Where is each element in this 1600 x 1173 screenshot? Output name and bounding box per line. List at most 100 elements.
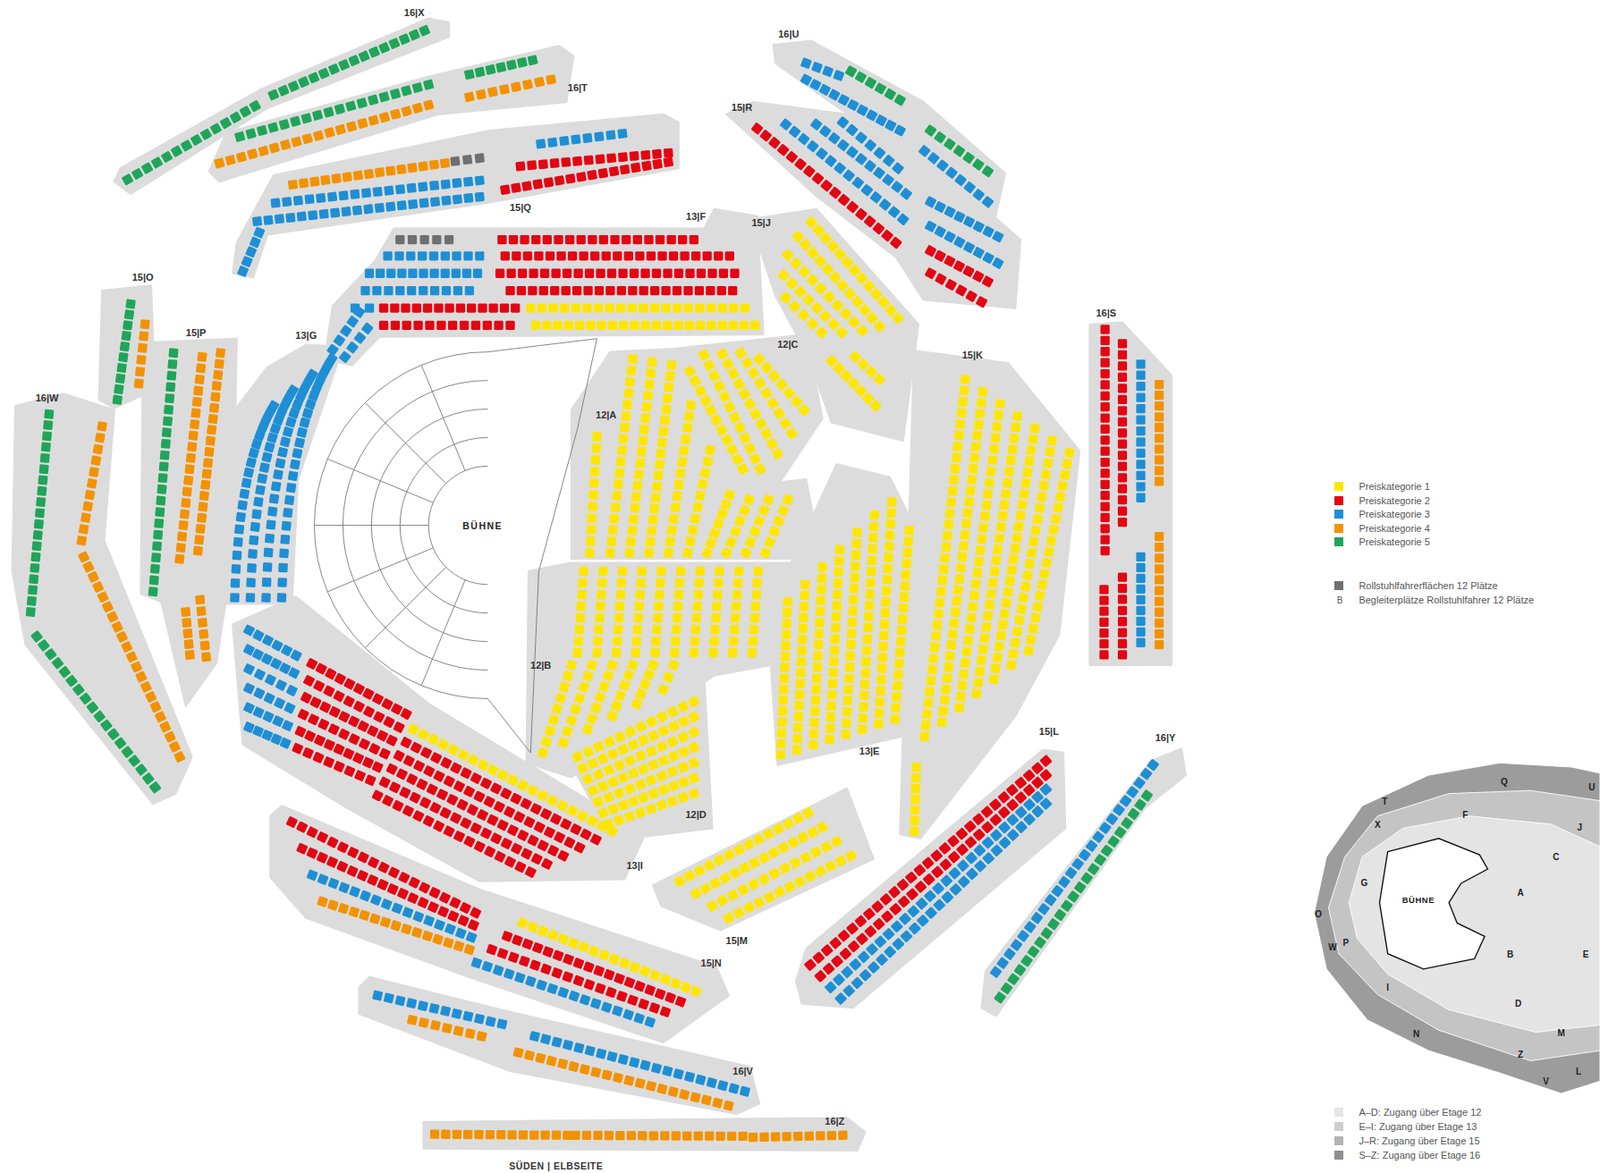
seat [1135,627,1145,637]
seat [874,697,885,708]
seat [419,796,432,810]
seat [677,745,690,758]
seat [704,404,718,417]
seat [865,312,880,326]
seat [601,251,611,261]
seat [810,301,824,315]
seat [763,536,776,549]
seat [262,634,275,647]
stage-outline [487,338,597,754]
seat [716,347,729,361]
seat [395,235,405,245]
seat [965,612,977,624]
seat [981,275,994,288]
seat [871,917,885,931]
seat [824,154,838,168]
seat [882,575,893,585]
seating-block [982,748,1186,1016]
seat [1100,324,1109,334]
seat [655,799,668,812]
seat [442,825,456,839]
seat [797,634,808,645]
seat [951,595,962,606]
seat [1010,422,1022,433]
seat [860,183,873,196]
seat [262,692,276,705]
seat [954,173,967,187]
seat [448,321,458,331]
seat [420,746,433,760]
seat [459,321,469,331]
seat [847,315,862,330]
seat [647,787,660,800]
seat [673,321,683,331]
seat [287,80,300,93]
seat [43,409,54,420]
seat [945,166,958,179]
seat [544,725,557,737]
seat [1044,446,1056,458]
seat [655,448,666,459]
seat [1100,546,1109,556]
seat [243,466,254,478]
seat [1006,813,1020,828]
seat [750,321,760,331]
seat [944,279,957,292]
seat [307,713,321,727]
seat [850,976,864,991]
seat [508,235,518,245]
seat [785,150,798,163]
seat [84,490,96,501]
seat [367,114,380,127]
seat [510,81,522,93]
seat [760,427,773,441]
seat [1012,626,1024,637]
seat [588,490,599,500]
seat [307,71,320,84]
seat [965,867,980,881]
seat [332,690,346,703]
seat [845,651,856,661]
seat [656,711,669,724]
seat [884,541,895,552]
seat [1020,477,1032,489]
seat [267,88,280,101]
seat [738,504,751,517]
seat [149,701,162,714]
seat [86,570,100,584]
seat [829,186,842,199]
seat [651,482,662,492]
seat [708,369,721,382]
seat [1046,435,1058,447]
seat [1154,575,1164,585]
seat [687,711,701,724]
seat [277,577,288,588]
seat [942,530,953,541]
seat [34,507,45,518]
seat [424,321,434,331]
seat [82,500,94,512]
seat [372,186,383,197]
seat [883,87,897,101]
seat [200,480,211,491]
seat [78,524,90,535]
seat [180,607,191,618]
seat [694,566,705,576]
seat [1026,547,1038,559]
seat [791,229,805,244]
seat [291,448,303,459]
seat [280,644,294,658]
seat [27,584,38,595]
seat [1135,552,1145,562]
seat [818,309,832,323]
seat [712,517,725,530]
seat [182,628,193,639]
seat [542,235,552,245]
seat [970,578,982,590]
seat [349,189,360,200]
seat [747,366,761,380]
seat [262,562,273,573]
seat [78,692,92,705]
seat [307,210,318,221]
seat [1032,601,1043,613]
